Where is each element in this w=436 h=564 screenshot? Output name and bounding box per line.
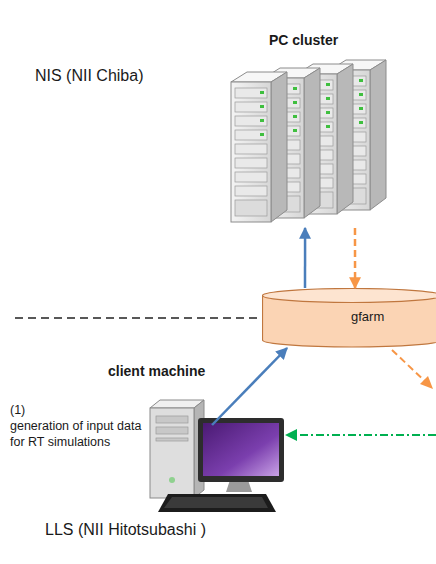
upload-arrow (212, 348, 287, 425)
site-boundary (15, 317, 262, 319)
server-rack (231, 72, 287, 222)
node-heading: PC cluster (269, 32, 338, 48)
cylinder-outline (262, 288, 436, 348)
cylinder-top (263, 289, 436, 303)
site-label: NIS (NII Chiba) (35, 66, 143, 86)
server-cluster: PC cluster (228, 56, 384, 228)
arrow-head (420, 376, 433, 389)
storage-cylinder: gfarm (262, 288, 436, 348)
transfer-arrow (392, 350, 428, 384)
callout-number: (1) (10, 403, 25, 419)
note-text: generation of input data for RT simulati… (10, 419, 150, 450)
node-heading: client machine (108, 363, 205, 379)
site-label: LLS (NII Hitotsubashi ) (45, 520, 206, 540)
return-arrow (296, 434, 436, 436)
client-computer: client machine (150, 425, 282, 513)
computer-illustration (150, 400, 284, 512)
upload-arrow (304, 228, 307, 288)
result-arrow (354, 228, 357, 288)
arrow-head (285, 429, 297, 441)
node-heading: gfarm (351, 309, 384, 324)
